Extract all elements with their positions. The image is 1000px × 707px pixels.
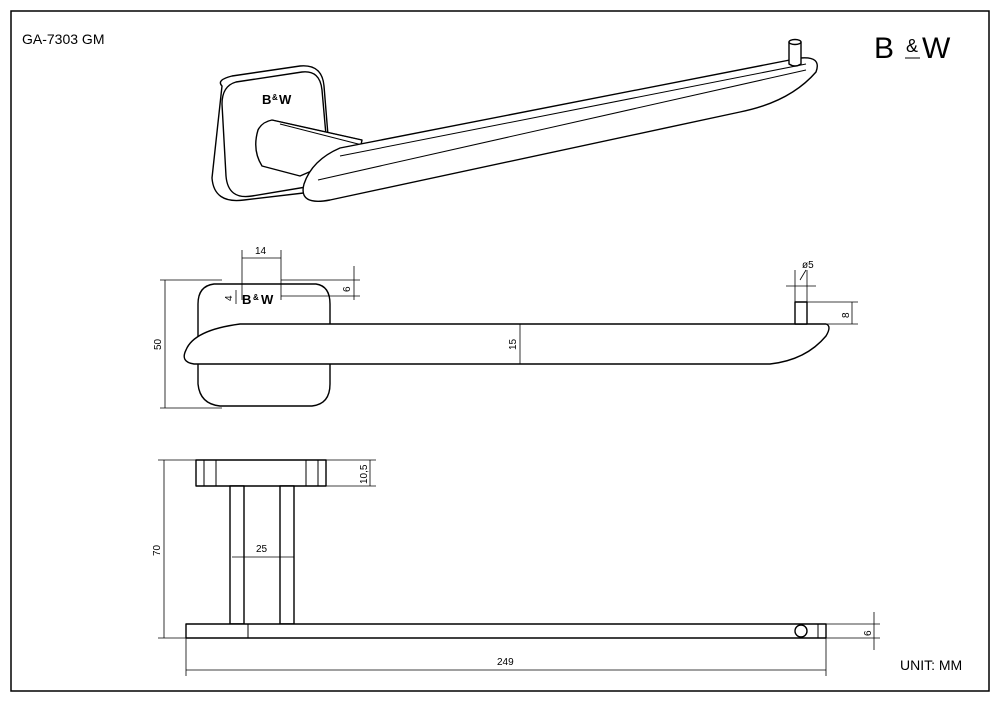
iso-plate-logo-left: B xyxy=(262,92,271,107)
dim-side-logo-height: 4 xyxy=(224,295,235,301)
side-arm xyxy=(183,323,830,365)
dim-side-total-height: 50 xyxy=(153,338,164,350)
dim-side-slot-height: 6 xyxy=(342,286,353,292)
side-plate-logo-left: B xyxy=(242,292,251,307)
iso-arm xyxy=(302,57,818,202)
iso-pin-top xyxy=(788,38,802,46)
brand-logo-left: B xyxy=(874,32,895,65)
dim-top-post-spacing: 25 xyxy=(256,544,268,555)
dim-top-base-depth: 10,5 xyxy=(359,464,370,484)
dim-pin-height: 8 xyxy=(841,312,852,318)
iso-plate-logo: B & W xyxy=(262,92,292,107)
dim-pin-diameter: ø5 xyxy=(802,260,814,271)
side-plate-logo-right: W xyxy=(261,292,274,307)
iso-arm-top-edge xyxy=(339,63,807,157)
iso-post-edge xyxy=(271,119,363,141)
iso-retaining-pin xyxy=(788,41,802,67)
iso-arm-edge xyxy=(317,69,807,181)
brand-logo-amp: & xyxy=(906,36,918,56)
top-wall-plate xyxy=(195,459,327,487)
drawing-frame xyxy=(10,10,990,692)
isometric-view: B & W xyxy=(211,38,818,202)
dim-top-arm-thickness: 6 xyxy=(863,630,874,636)
iso-plate-logo-right: W xyxy=(279,92,292,107)
top-arm xyxy=(185,623,827,639)
iso-post-edge-inner xyxy=(279,123,367,147)
dim-total-length: 249 xyxy=(497,657,514,668)
brand-logo: B & W xyxy=(874,32,951,65)
top-pin-hole xyxy=(794,624,808,638)
unit-label: UNIT: MM xyxy=(900,657,962,673)
top-view: 10,5 70 25 6 249 xyxy=(152,459,880,676)
dim-pin-leader xyxy=(799,269,807,281)
side-plate-logo-amp: & xyxy=(253,293,259,302)
brand-logo-right: W xyxy=(922,32,951,65)
model-code: GA-7303 GM xyxy=(22,31,104,47)
iso-plate-logo-amp: & xyxy=(272,93,278,102)
dim-top-projection: 70 xyxy=(152,544,163,556)
side-view: B & W 14 4 6 50 15 ø5 xyxy=(153,246,858,409)
dim-side-base-width: 14 xyxy=(255,246,267,257)
dim-side-arm-thickness: 15 xyxy=(508,338,519,350)
top-post-right xyxy=(279,485,295,625)
side-retaining-pin xyxy=(794,301,808,325)
side-plate-logo: B & W xyxy=(242,292,274,307)
top-post-left xyxy=(229,485,245,625)
